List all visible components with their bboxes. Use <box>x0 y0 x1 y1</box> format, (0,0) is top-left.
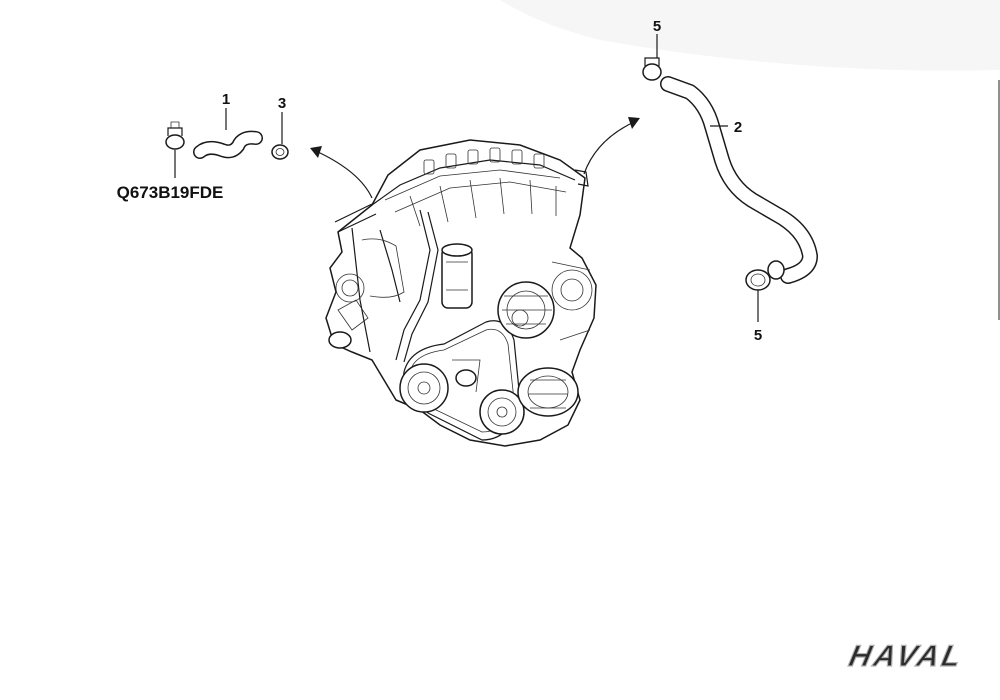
part-number-label: Q673B19FDE <box>117 183 224 202</box>
callout-5-bottom: 5 <box>754 327 762 344</box>
brand-wordmark: HAVAL <box>846 640 967 673</box>
callout-1: 1 <box>222 91 230 108</box>
top-clamp-5 <box>642 34 662 81</box>
right-arrow <box>583 117 640 175</box>
left-arrow <box>310 146 373 199</box>
left-hose-1 <box>193 108 263 159</box>
background-shading <box>500 0 1000 320</box>
haval-logo: HAVAL <box>845 640 967 674</box>
callout-2: 2 <box>734 119 742 136</box>
callout-5-top: 5 <box>653 18 661 35</box>
engine-assembly <box>325 139 597 447</box>
left-clamp-small <box>165 121 185 178</box>
bottom-clamp-5 <box>745 260 785 322</box>
callout-3: 3 <box>278 95 286 112</box>
right-hose-2 <box>660 76 818 284</box>
left-clamp-3 <box>271 112 289 160</box>
